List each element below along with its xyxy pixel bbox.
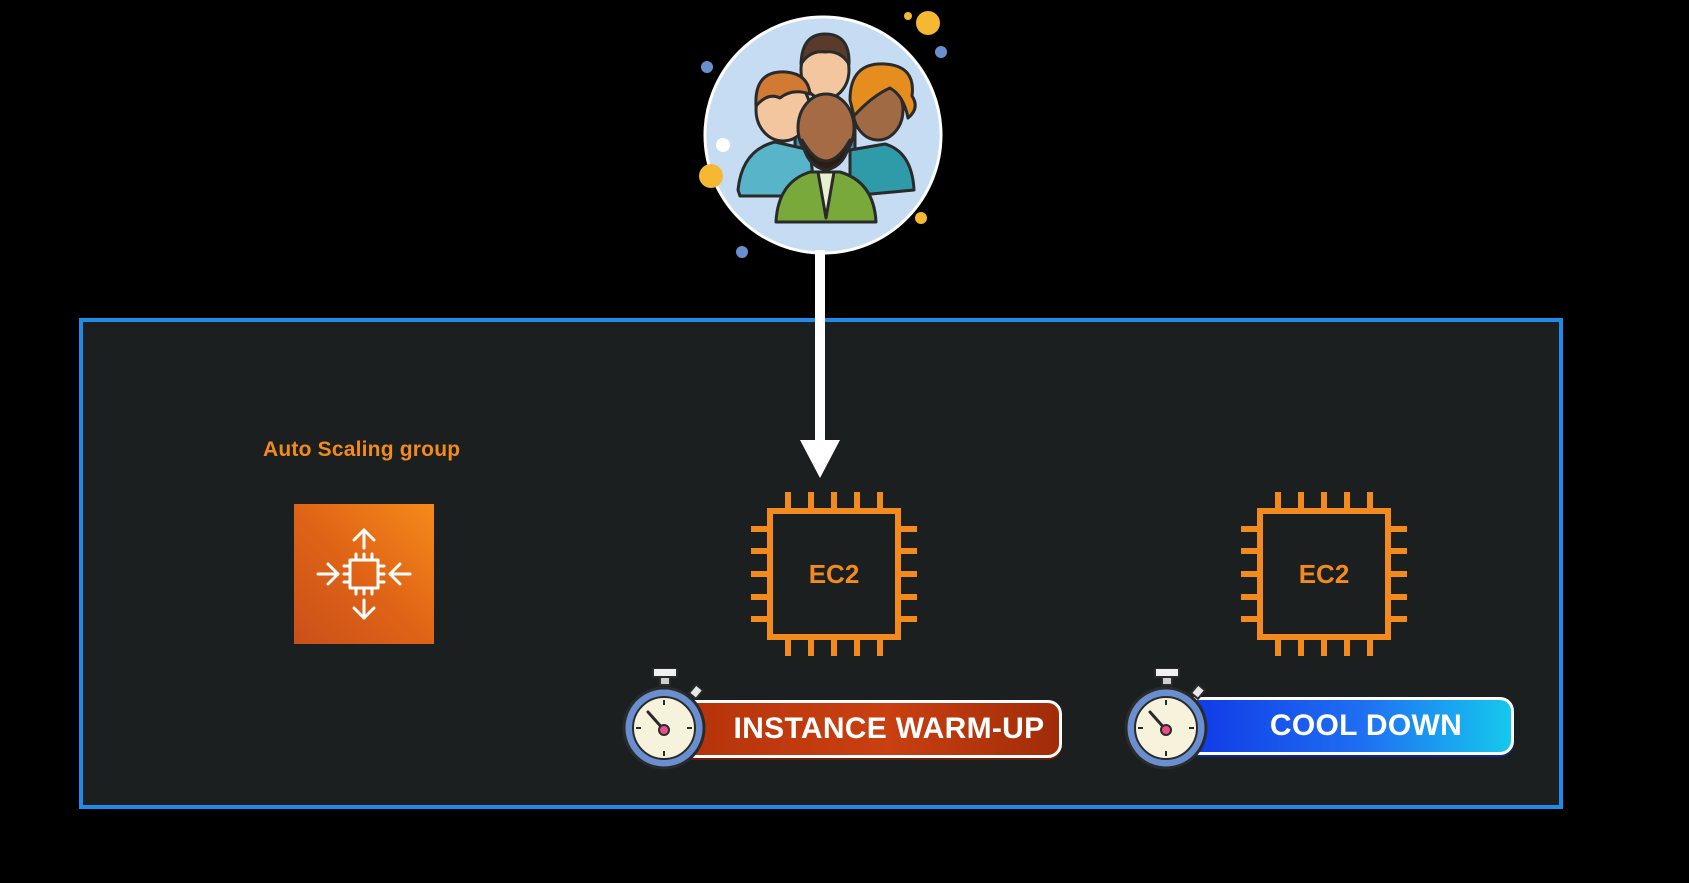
ec2-chip-icon (751, 492, 917, 656)
cool-down-label: COOL DOWN (1178, 697, 1514, 755)
ec2-instance-2: EC2 (1238, 489, 1410, 659)
ec2-label: EC2 (808, 559, 860, 589)
auto-scaling-group-label: Auto Scaling group (263, 438, 461, 461)
ec2-instance-1: EC2 (748, 489, 920, 659)
auto-scaling-icon (294, 504, 434, 644)
stopwatch-icon (620, 667, 712, 772)
users-group-icon (690, 0, 960, 270)
stopwatch-icon (1122, 667, 1214, 772)
ec2-label: EC2 (1298, 559, 1350, 589)
ec2-chip-icon (1241, 492, 1407, 656)
instance-warm-up-label: INSTANCE WARM-UP (676, 700, 1062, 758)
traffic-arrow (790, 250, 850, 482)
